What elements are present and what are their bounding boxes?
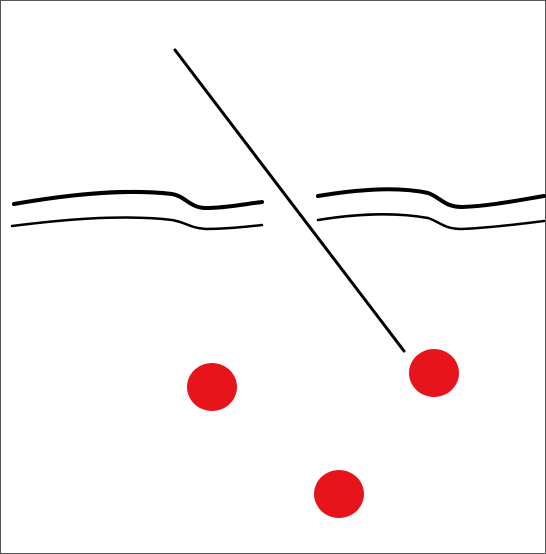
wavy-line-right-lower (316, 213, 546, 231)
wavy-line-right-upper (316, 187, 546, 209)
wavy-line-left-lower (10, 216, 264, 231)
diagonal-line (173, 48, 406, 353)
wavy-line-right (316, 187, 546, 231)
red-dot-left (187, 363, 237, 411)
red-dot-right (409, 349, 459, 397)
wavy-line-left-upper (12, 189, 264, 210)
wavy-line-left (10, 189, 264, 231)
red-dot-bottom (314, 470, 364, 518)
